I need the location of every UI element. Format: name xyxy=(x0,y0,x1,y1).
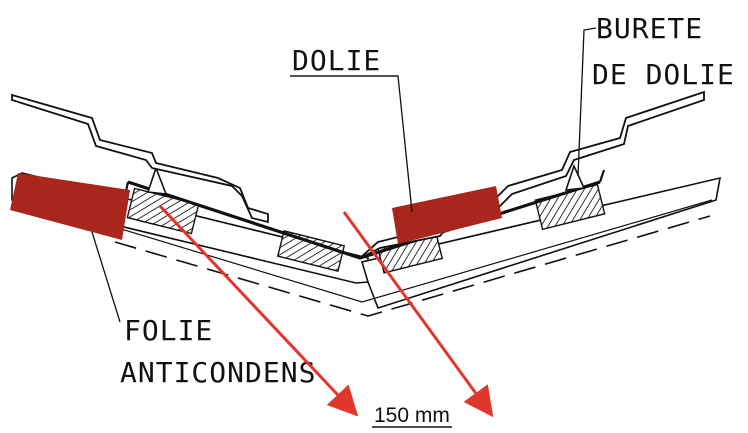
measurement-label: 150 mm xyxy=(374,404,450,427)
underlay-dashed-line xyxy=(114,215,711,317)
label-folie-line1: FOLIE xyxy=(124,314,213,347)
leader-dolie xyxy=(290,75,413,213)
label-folie-line2: ANTICONDENS xyxy=(120,356,316,389)
label-burete-line1: BURETE xyxy=(596,12,703,45)
batten-left-2 xyxy=(276,230,346,272)
foam-filler-right xyxy=(564,163,586,191)
measure-arrow-left xyxy=(158,204,359,417)
underlay-solid-line xyxy=(117,199,713,303)
label-dolie: DOLIE xyxy=(292,44,381,77)
membrane-left xyxy=(10,173,130,240)
roof-tile-left xyxy=(11,93,269,224)
membrane-right xyxy=(392,186,502,244)
foam-filler-left xyxy=(146,165,168,195)
leader-folie xyxy=(91,231,121,323)
leader-burete xyxy=(577,27,597,177)
label-burete-line2: DE DOLIE xyxy=(592,58,735,91)
valley-sheet-edge-right xyxy=(598,169,606,183)
measure-arrow-right xyxy=(342,211,494,418)
